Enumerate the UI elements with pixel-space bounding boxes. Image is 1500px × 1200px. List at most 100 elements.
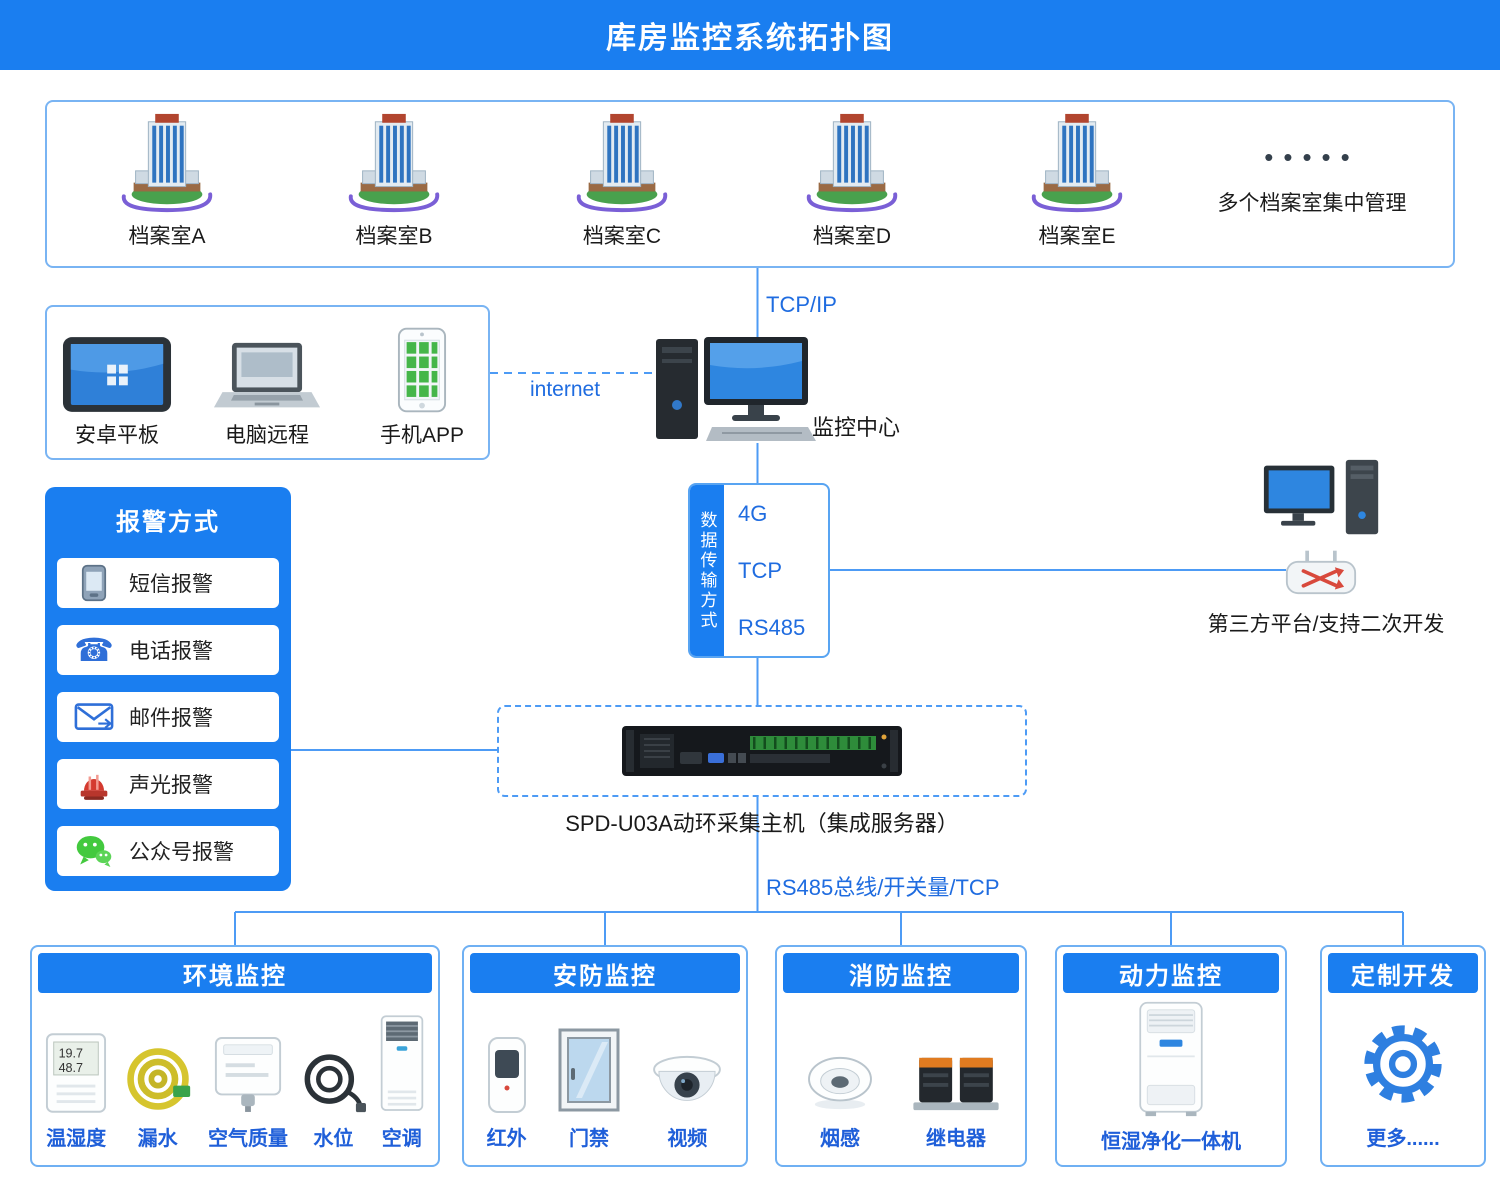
- dome-camera-icon: [653, 1055, 722, 1101]
- alarm-item-sms: 短信报警: [57, 558, 279, 608]
- category-title: 环境监控: [38, 953, 432, 993]
- client-label: 手机APP: [379, 424, 465, 447]
- client-node-tablet: 安卓平板: [57, 319, 177, 449]
- tcpip-label: TCP/IP: [766, 292, 837, 317]
- archive-room-label: 档案室B: [355, 225, 433, 248]
- category-security: 安防监控 红外 门禁: [462, 945, 748, 1167]
- svg-text:48.7: 48.7: [59, 1061, 83, 1075]
- monitor-center-label: 监控中心: [812, 415, 901, 440]
- building-icon: [576, 113, 668, 213]
- infrared-sensor-icon: [487, 1037, 526, 1113]
- device-item-door-access: 门禁: [554, 1001, 624, 1151]
- building-icon: [1031, 113, 1123, 213]
- router-icon: [1285, 550, 1357, 595]
- device-label: 水位: [313, 1128, 354, 1150]
- category-environment: 环境监控 19.7 48.7 温湿度 漏水: [30, 945, 440, 1167]
- client-devices-panel: 安卓平板 电脑远程: [45, 305, 490, 460]
- category-title: 动力监控: [1063, 953, 1279, 993]
- device-label: 红外: [486, 1128, 527, 1150]
- device-label: 空调: [381, 1128, 422, 1150]
- archive-room-node: 档案室B: [329, 110, 459, 250]
- building-icon: [348, 113, 440, 213]
- archive-room-label: 档案室A: [128, 225, 206, 248]
- category-fire: 消防监控 烟感: [775, 945, 1027, 1167]
- water-leak-cable-icon: [126, 1048, 190, 1110]
- server-rack-icon: [622, 726, 902, 776]
- smartphone-icon: [397, 327, 447, 413]
- category-custom: 定制开发 更多......: [1320, 945, 1486, 1167]
- gear-icon: [1364, 1025, 1442, 1103]
- device-item-purifier: 恒湿净化一体机: [1101, 1001, 1241, 1154]
- device-label: 更多......: [1366, 1128, 1440, 1150]
- building-icon: [121, 113, 213, 213]
- page-title-bar: 库房监控系统拓扑图: [0, 0, 1500, 70]
- device-label: 空气质量: [207, 1128, 288, 1150]
- tablet-icon: [62, 337, 172, 412]
- device-label: 烟感: [820, 1128, 860, 1150]
- alarm-item-label: 邮件报警: [129, 707, 213, 730]
- bus-label: RS485总线/开关量/TCP: [766, 875, 1000, 900]
- third-party-label: 第三方平台/支持二次开发: [1207, 613, 1445, 636]
- device-label: 视频: [667, 1128, 708, 1150]
- alarm-item-label: 短信报警: [129, 573, 213, 596]
- category-title: 消防监控: [783, 953, 1019, 993]
- client-label: 安卓平板: [75, 424, 159, 447]
- transmission-side-label: 数据传输方式: [690, 485, 724, 656]
- air-conditioner-icon: [380, 1015, 423, 1111]
- device-label: 温湿度: [46, 1128, 107, 1150]
- device-item-relay: 继电器: [911, 1001, 1001, 1151]
- internet-label: internet: [530, 378, 601, 401]
- archive-room-label: 档案室C: [582, 225, 662, 248]
- siren-icon: [71, 765, 117, 803]
- telephone-icon: ☎: [74, 632, 114, 668]
- device-item-smoke: 烟感: [801, 1001, 879, 1151]
- category-title: 定制开发: [1328, 953, 1478, 993]
- alarm-item-label: 声光报警: [129, 774, 213, 797]
- monitor-center-icon: [656, 337, 816, 441]
- alarm-item-telephone: ☎ 电话报警: [57, 625, 279, 675]
- device-label: 漏水: [137, 1128, 178, 1150]
- archive-room-node: 档案室C: [557, 110, 687, 250]
- transmission-panel: 数据传输方式 4G TCP RS485: [688, 483, 830, 658]
- laptop-icon: [213, 342, 321, 408]
- alarm-panel-title: 报警方式: [116, 508, 220, 536]
- alarm-item-wechat: 公众号报警: [57, 826, 279, 876]
- client-node-phone: 手机APP: [362, 319, 482, 449]
- air-quality-sensor-icon: [214, 1037, 282, 1112]
- device-item-air-conditioner: 空调: [379, 1001, 425, 1151]
- archive-room-node: 档案室D: [787, 110, 917, 250]
- water-level-sensor-icon: [304, 1054, 367, 1113]
- access-door-icon: [558, 1028, 620, 1112]
- dehumidifier-purifier-icon: [1139, 1001, 1203, 1117]
- transmission-option-4g: 4G: [738, 500, 768, 526]
- svg-text:19.7: 19.7: [59, 1047, 83, 1061]
- host-server-label: SPD-U03A动环采集主机（集成服务器）: [565, 811, 959, 836]
- page-title: 库房监控系统拓扑图: [606, 22, 894, 55]
- archive-room-label: 档案室E: [1038, 225, 1116, 248]
- archive-room-node: 档案室A: [102, 110, 232, 250]
- workstation-icon: [1263, 459, 1379, 535]
- alarm-item-label: 电话报警: [129, 640, 213, 663]
- device-label: 恒湿净化一体机: [1101, 1131, 1241, 1153]
- thermo-hygrometer-icon: 19.7 48.7: [46, 1033, 107, 1113]
- device-label: 继电器: [926, 1128, 986, 1150]
- device-item-water-leak: 漏水: [118, 1001, 198, 1151]
- alarm-item-label: 公众号报警: [129, 841, 234, 864]
- transmission-option-rs485: RS485: [738, 614, 806, 640]
- smoke-detector-icon: [808, 1056, 872, 1110]
- transmission-option-tcp: TCP: [738, 557, 782, 583]
- device-item-air-quality: 空气质量: [208, 1001, 288, 1151]
- device-item-infrared: 红外: [485, 1001, 529, 1151]
- sms-phone-icon: [71, 564, 117, 602]
- host-server-panel: [497, 705, 1027, 797]
- client-node-laptop: 电脑远程: [207, 319, 327, 449]
- more-archives-label: 多个档案室集中管理: [1217, 192, 1407, 215]
- device-item-water-level: 水位: [298, 1001, 368, 1151]
- ellipsis-dots: •••••: [1264, 142, 1360, 172]
- category-power: 动力监控 恒湿净化一体机: [1055, 945, 1287, 1167]
- device-item-thermo-hygro: 19.7 48.7 温湿度: [45, 1001, 107, 1151]
- device-item-more: 更多......: [1353, 1001, 1453, 1151]
- category-title: 安防监控: [470, 953, 740, 993]
- device-label: 门禁: [568, 1128, 609, 1150]
